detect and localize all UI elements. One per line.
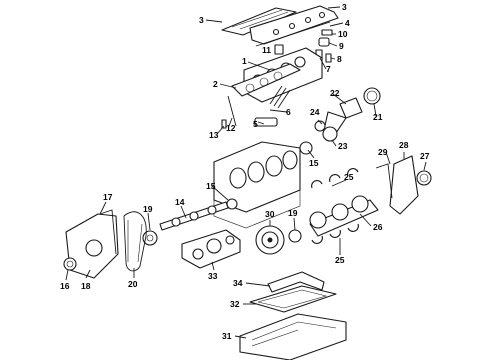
piston <box>339 97 363 119</box>
valve-cover-left <box>221 7 297 36</box>
crankshaft <box>309 195 379 237</box>
callout-7: 7 <box>326 64 331 74</box>
callout-16: 16 <box>60 281 70 291</box>
callout-26: 26 <box>373 222 383 232</box>
callout-25-bottom: 25 <box>335 255 345 265</box>
balancer-washer <box>288 229 302 243</box>
oil-pan <box>239 313 347 360</box>
callout-19-right: 19 <box>288 208 298 218</box>
callout-19-left: 19 <box>143 204 153 214</box>
callout-labels: 3 3 4 10 9 11 8 1 7 2 22 21 6 24 5 12 13… <box>60 2 430 341</box>
cam-sprocket <box>142 230 158 246</box>
lifter-guide <box>254 117 278 127</box>
callout-24: 24 <box>310 107 320 117</box>
callout-27: 27 <box>420 151 430 161</box>
callout-4: 4 <box>345 18 350 28</box>
engine-block <box>213 141 301 229</box>
callout-17: 17 <box>103 192 113 202</box>
callout-23: 23 <box>338 141 348 151</box>
dowel-pin <box>221 119 227 129</box>
oil-fill-cap <box>318 37 330 47</box>
front-seal <box>63 257 77 271</box>
callout-12: 12 <box>226 123 236 133</box>
callout-22: 22 <box>330 88 340 98</box>
callout-30: 30 <box>265 209 275 219</box>
callout-11: 11 <box>262 45 271 55</box>
harmonic-balancer <box>255 225 285 255</box>
callout-9: 9 <box>339 41 344 51</box>
sensor-plug <box>274 44 284 55</box>
pushrods <box>269 85 291 109</box>
callout-34: 34 <box>233 278 243 288</box>
rod-bearing <box>314 120 326 132</box>
callout-3-right: 3 <box>342 2 347 12</box>
callout-15-right: 15 <box>309 158 319 168</box>
cam-retainer <box>226 198 238 210</box>
callout-20: 20 <box>128 279 138 289</box>
pcv-fitting <box>321 29 333 36</box>
connecting-rod <box>322 111 347 142</box>
callout-8: 8 <box>337 54 342 64</box>
rear-seal <box>416 170 432 186</box>
callout-29: 29 <box>378 147 388 157</box>
timing-set <box>181 229 241 269</box>
callout-33: 33 <box>208 271 218 281</box>
callout-28: 28 <box>399 140 409 150</box>
callout-25-top: 25 <box>344 172 354 182</box>
oil-pan-gasket <box>249 285 337 313</box>
oil-pickup-tube <box>267 271 325 293</box>
head-gasket <box>231 63 301 97</box>
callout-15-left: 15 <box>206 181 216 191</box>
callout-21: 21 <box>373 112 383 122</box>
callout-1: 1 <box>242 56 247 66</box>
leader-lines <box>65 6 427 339</box>
rear-cover <box>389 155 419 215</box>
callout-10: 10 <box>338 29 348 39</box>
callout-14: 14 <box>175 197 185 207</box>
callout-2: 2 <box>213 79 218 89</box>
callout-13: 13 <box>209 130 219 140</box>
dipstick-tube <box>227 95 237 127</box>
front-cover-gasket <box>99 209 117 255</box>
callout-6: 6 <box>286 107 291 117</box>
camshaft <box>159 201 229 231</box>
valve-cover-right <box>249 5 339 45</box>
piston-rings <box>363 87 381 105</box>
callout-31: 31 <box>222 331 232 341</box>
main-bearings-lower <box>311 223 359 244</box>
timing-chain <box>123 211 147 272</box>
valve-cover-gasket <box>255 21 331 47</box>
callout-3-left: 3 <box>199 15 204 25</box>
rear-cover-gasket <box>375 163 393 199</box>
callout-5: 5 <box>253 119 258 129</box>
callout-32: 32 <box>230 299 240 309</box>
main-bearings-upper <box>311 168 359 189</box>
callout-18: 18 <box>81 281 91 291</box>
